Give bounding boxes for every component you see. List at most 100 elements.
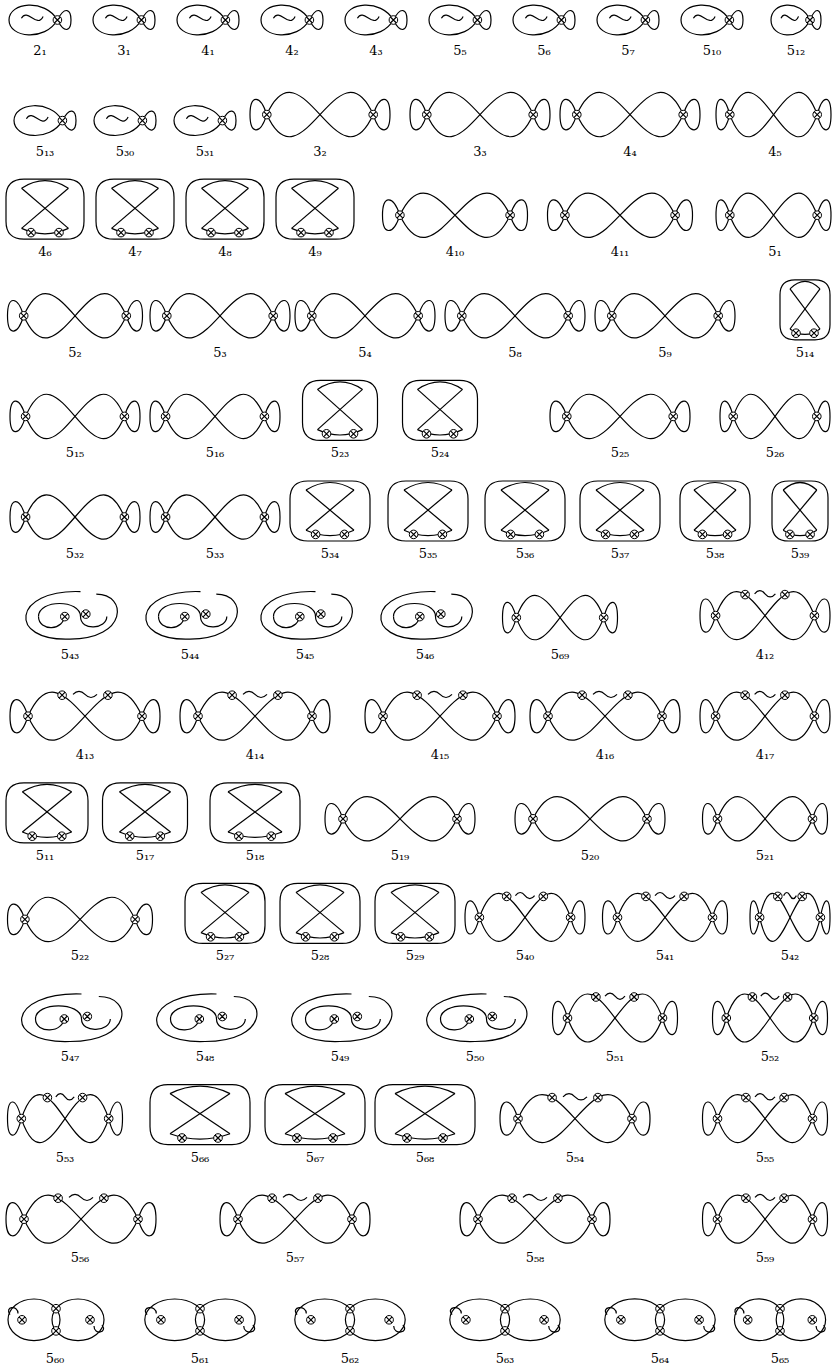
knot-strand [6, 783, 88, 843]
knot-strand [105, 15, 127, 20]
virtual-crossing [196, 1304, 205, 1313]
virtual-crossing [78, 1093, 87, 1102]
knot-strand [69, 1194, 93, 1200]
knot-strand [59, 833, 65, 839]
virtual-crossing [260, 513, 269, 522]
virtual-crossing [792, 329, 801, 338]
knot-strand [343, 797, 457, 841]
knot-strand [694, 483, 736, 491]
knot-strand [326, 230, 332, 236]
knot-strand [283, 1194, 307, 1200]
knot-label: 3₃ [473, 145, 486, 158]
knot-strand [312, 294, 418, 338]
knot-strand [776, 1299, 825, 1341]
knot-figure [700, 590, 830, 639]
knot-label: 4₁₇ [756, 748, 775, 761]
virtual-crossing [157, 1316, 166, 1325]
knot-label: 5₃₅ [419, 547, 438, 560]
virtual-crossing [501, 1304, 510, 1313]
knot-strand [404, 483, 452, 491]
knot-strand [618, 893, 713, 941]
knot-figure [595, 294, 735, 338]
knot-strand [80, 1095, 86, 1101]
knot-label: 5₆₂ [341, 1352, 360, 1365]
knot-strand [96, 179, 174, 239]
knot-strand [516, 595, 603, 639]
knot-strand [185, 883, 265, 943]
knot-strand [428, 691, 452, 697]
knot-strand [210, 783, 300, 843]
knot-figure [605, 1299, 715, 1341]
virtual-crossing [459, 691, 468, 700]
knot-strand [726, 17, 732, 23]
knot-figure [403, 380, 478, 440]
knot-strand [341, 531, 347, 537]
knot-strand [167, 294, 273, 338]
knot-strand [771, 5, 810, 35]
knot-strand [681, 893, 687, 899]
knot-strand [441, 1006, 516, 1029]
knot-strand [163, 413, 169, 419]
knot-strand [735, 1308, 744, 1315]
virtual-crossing [161, 513, 170, 522]
knot-figure [716, 193, 831, 237]
knot-strand [530, 816, 536, 822]
knot-strand [541, 1317, 547, 1323]
knot-strand [609, 15, 631, 20]
knot-strand [460, 692, 466, 698]
knot-label: 2₁ [33, 44, 46, 57]
knot-figure [703, 1194, 828, 1243]
knot-strand [790, 289, 820, 329]
virtual-crossing [493, 712, 502, 721]
virtual-crossing [742, 1093, 751, 1102]
knot-strand [715, 1216, 721, 1222]
knot-figure [186, 179, 264, 239]
virtual-crossing [453, 815, 462, 824]
knot-strand [14, 106, 62, 136]
knot-strand [22, 181, 69, 189]
knot-label: 5₂₇ [216, 949, 235, 962]
virtual-crossing [535, 530, 544, 539]
virtual-crossing [656, 1327, 665, 1336]
virtual-crossing [743, 1316, 752, 1325]
knot-strand [755, 591, 776, 597]
knot-figure [580, 481, 660, 541]
knot-figure [8, 1299, 104, 1341]
knot-label: 5₁₅ [66, 446, 85, 459]
knot-strand [36, 1006, 111, 1029]
virtual-crossing [425, 933, 434, 942]
knot-strand [502, 1306, 508, 1312]
knot-label: 5₄₂ [781, 949, 800, 962]
knot-strand [397, 212, 403, 218]
knot-strand [462, 294, 568, 338]
virtual-crossing [379, 712, 388, 721]
knot-strand [28, 692, 142, 740]
knot-strand [755, 1094, 775, 1100]
virtual-crossing [389, 16, 398, 25]
virtual-crossing [156, 832, 165, 841]
knot-label: 5₁₄ [796, 346, 815, 359]
knot-label: 5₁₁ [36, 849, 55, 862]
knot-strand [593, 691, 617, 697]
virtual-crossing [630, 993, 639, 1002]
knot-strand [18, 1116, 24, 1122]
knot-label: 5₂₄ [431, 446, 450, 459]
virtual-crossing [131, 915, 140, 924]
knot-label: 5₂₂ [71, 949, 90, 962]
knot-strand [730, 413, 736, 419]
knot-strand [742, 592, 748, 598]
knot-strand [811, 330, 817, 336]
virtual-crossing [711, 611, 720, 620]
knot-strand [22, 792, 71, 832]
knot-strand [670, 413, 676, 419]
virtual-crossing [125, 832, 134, 841]
knot-strand [189, 15, 211, 20]
virtual-crossing [27, 228, 36, 237]
knot-figure [103, 783, 188, 843]
virtual-crossing [488, 1012, 497, 1021]
knot-figure [503, 595, 618, 639]
virtual-crossing [539, 892, 548, 901]
virtual-crossing [234, 1215, 243, 1224]
knot-strand [501, 490, 549, 530]
knot-strand [261, 5, 309, 35]
